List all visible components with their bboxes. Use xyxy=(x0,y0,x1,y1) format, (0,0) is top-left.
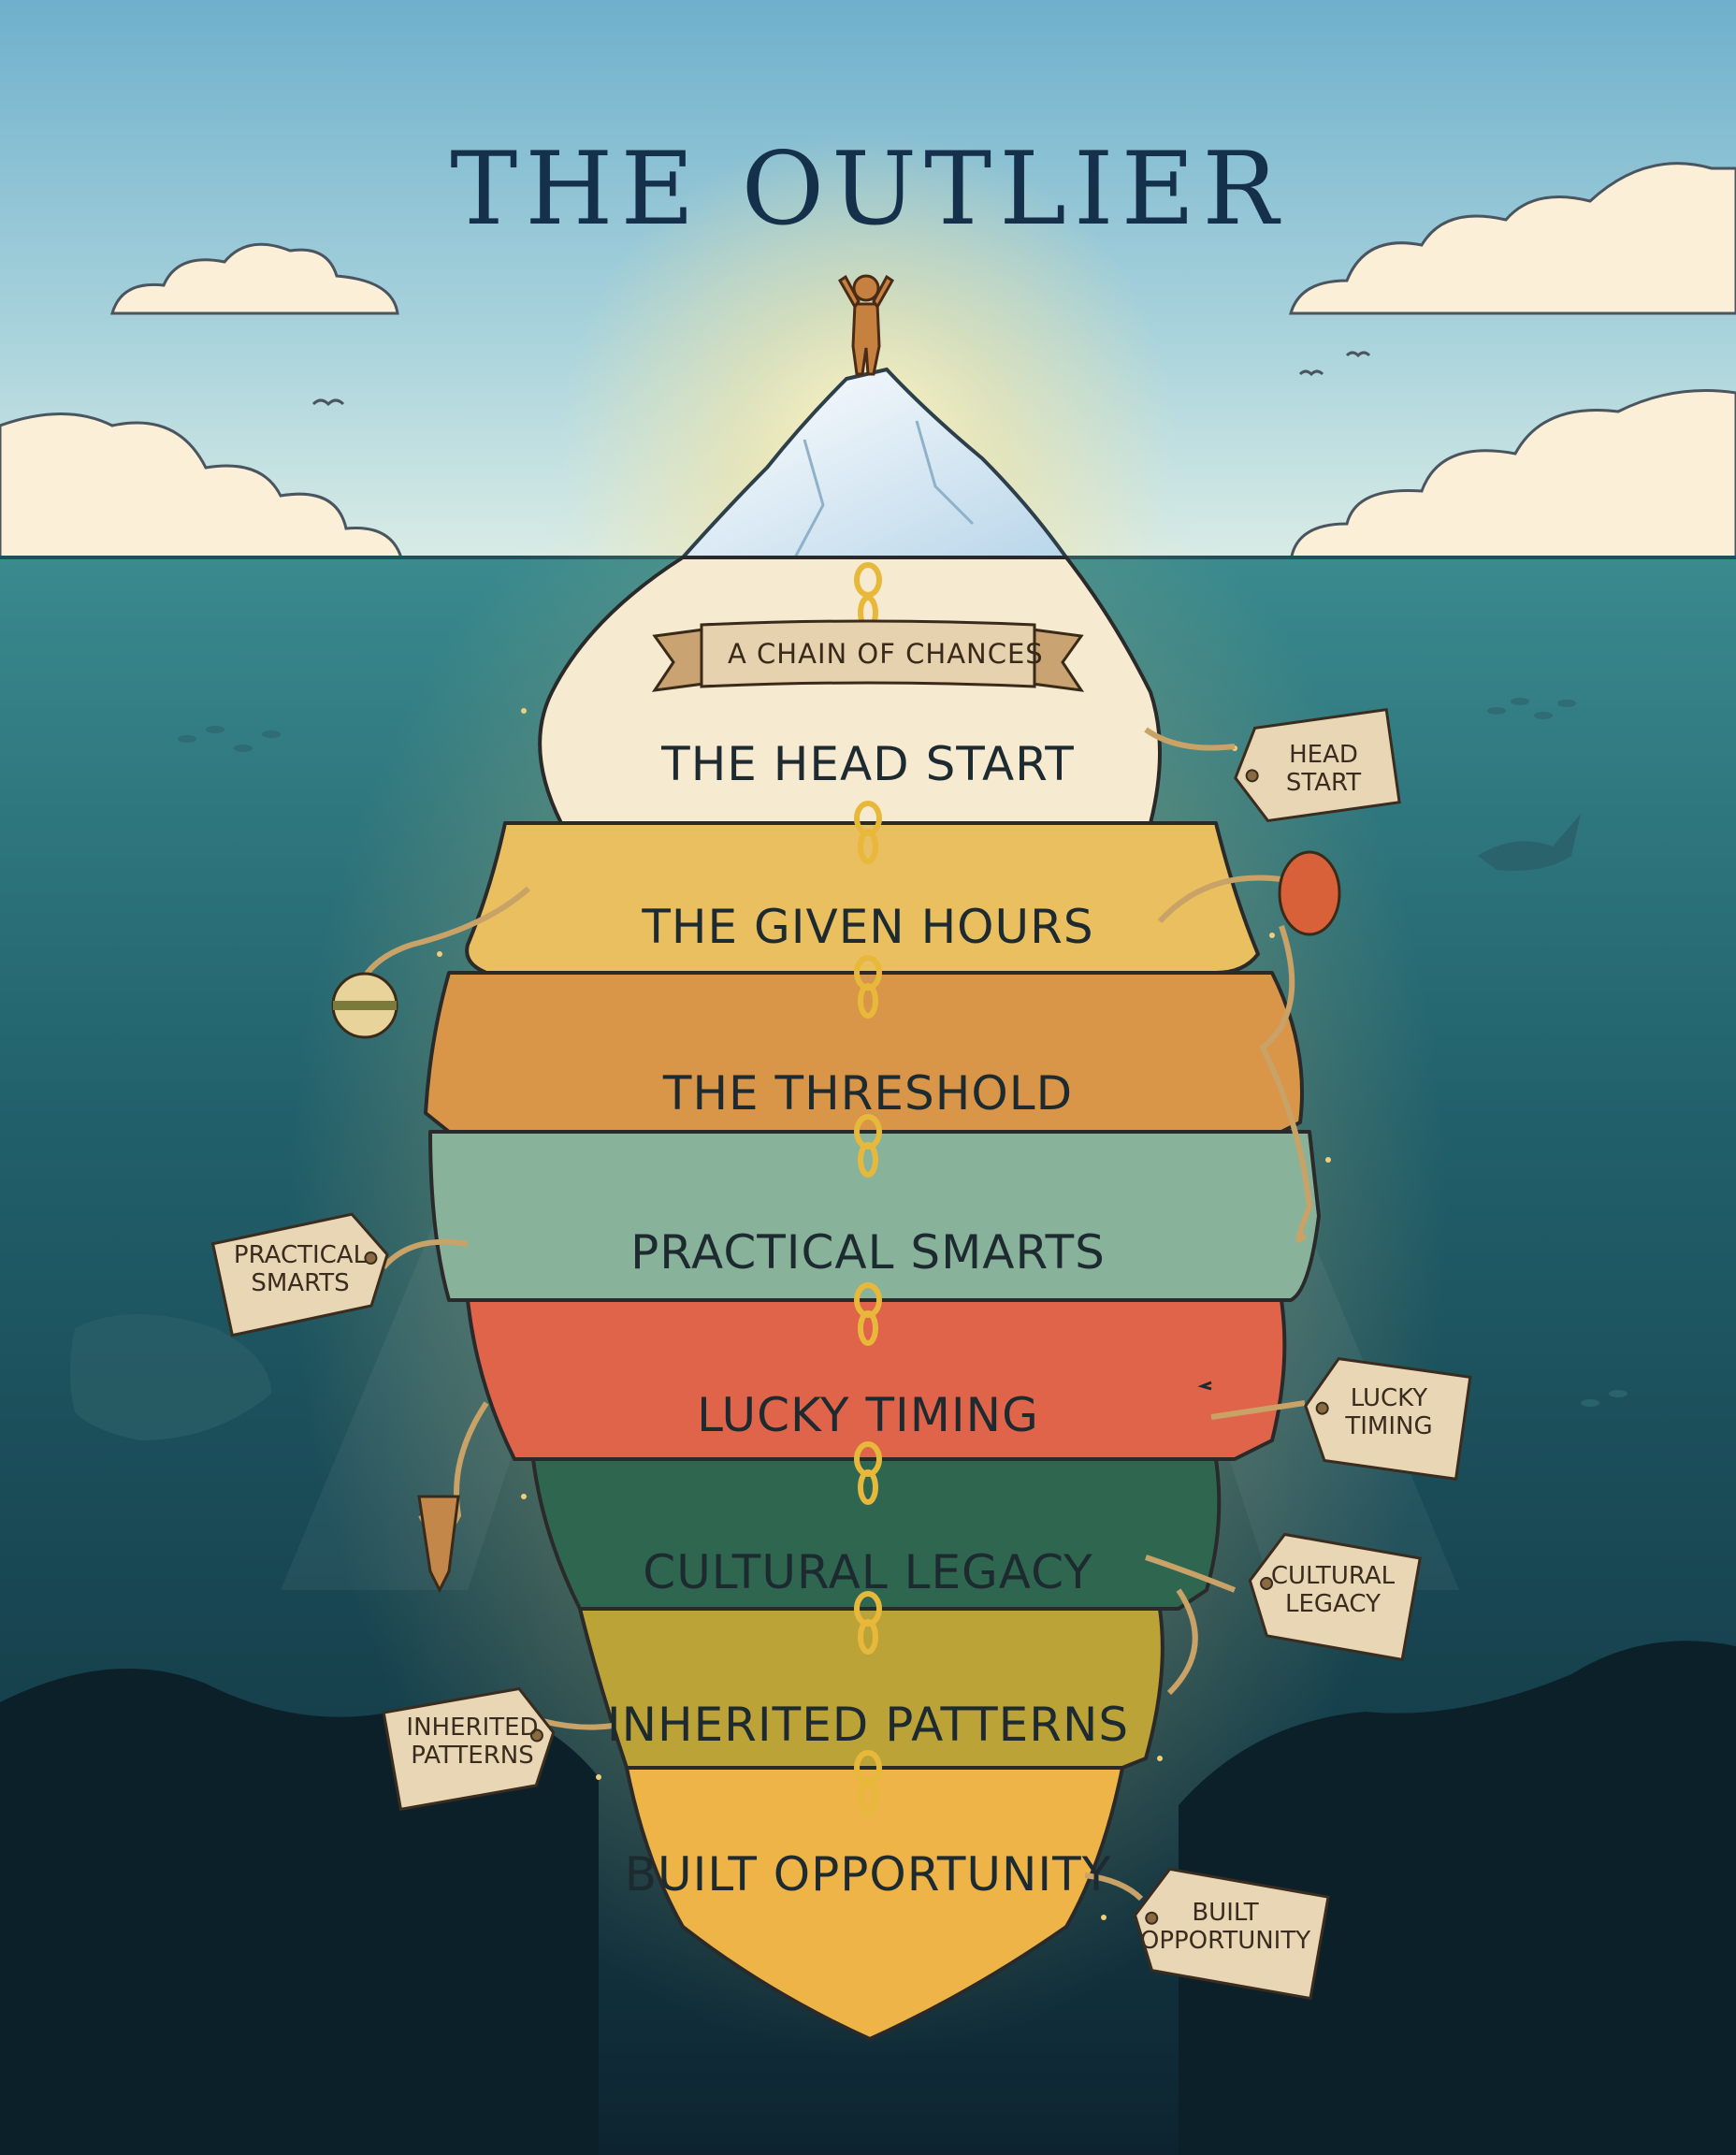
seabed-right xyxy=(1179,1641,1736,2155)
layer-label-head-start: THE HEAD START xyxy=(661,737,1075,791)
layer-label-built-opportunity: BUILT OPPORTUNITY xyxy=(624,1847,1112,1902)
chain-link xyxy=(858,829,878,864)
tag-label-head-start: HEAD START xyxy=(1285,741,1362,797)
layer-label-given-hours: THE GIVEN HOURS xyxy=(642,900,1094,954)
tag-label-inherited-patterns: INHERITED PATTERNS xyxy=(406,1714,539,1770)
layer-label-lucky-timing: LUCKY TIMING xyxy=(697,1388,1039,1442)
layer-label-practical-smarts: PRACTICAL SMARTS xyxy=(630,1225,1106,1280)
layer-lucky-timing xyxy=(466,1298,1287,1461)
banner-label: A CHAIN OF CHANCES xyxy=(728,638,1044,670)
chain-link xyxy=(858,1619,878,1655)
layer-practical-smarts xyxy=(428,1130,1321,1302)
layer-label-cultural-legacy: CULTURAL LEGACY xyxy=(643,1545,1093,1599)
tag-lucky-timing xyxy=(1304,1356,1472,1481)
cloud-left xyxy=(110,242,399,315)
cloud-right xyxy=(1289,162,1736,315)
iceberg-tip xyxy=(678,367,1070,559)
tag-cultural-legacy xyxy=(1248,1532,1422,1662)
buoy-left xyxy=(331,972,398,1039)
tag-head-start xyxy=(1234,707,1401,823)
banner xyxy=(651,619,1085,692)
chain-link xyxy=(858,983,878,1019)
buoy-right xyxy=(1278,850,1341,936)
chain-link xyxy=(858,1469,878,1505)
chain-link xyxy=(858,1142,878,1178)
page-title: THE OUTLIER xyxy=(450,131,1286,248)
climber-figure xyxy=(838,274,894,376)
layer-built-opportunity xyxy=(625,1766,1124,2041)
weight-bob xyxy=(417,1495,460,1594)
tag-label-built-opportunity: BUILT OPPORTUNITY xyxy=(1139,1899,1311,1955)
tag-inherited-patterns xyxy=(382,1686,556,1812)
layer-label-inherited-patterns: INHERITED PATTERNS xyxy=(606,1698,1130,1752)
tag-label-practical-smarts: PRACTICAL SMARTS xyxy=(233,1241,368,1297)
tag-built-opportunity xyxy=(1133,1867,1330,2001)
arrow-icon xyxy=(1197,1381,1212,1391)
sea-creatures xyxy=(70,814,1581,1440)
tag-label-lucky-timing: LUCKY TIMING xyxy=(1345,1384,1433,1440)
tags xyxy=(210,707,1472,2001)
birds xyxy=(311,351,1371,407)
fish-school xyxy=(178,698,1628,1407)
chain xyxy=(854,562,882,1814)
chain-link xyxy=(858,1310,878,1346)
cloud-bottom-left xyxy=(0,412,404,563)
cloud-bottom-right xyxy=(1289,389,1736,563)
tag-label-cultural-legacy: CULTURAL LEGACY xyxy=(1270,1562,1396,1618)
chain-link xyxy=(858,1778,878,1814)
layer-label-threshold: THE THRESHOLD xyxy=(662,1066,1074,1121)
tag-practical-smarts xyxy=(210,1212,389,1338)
